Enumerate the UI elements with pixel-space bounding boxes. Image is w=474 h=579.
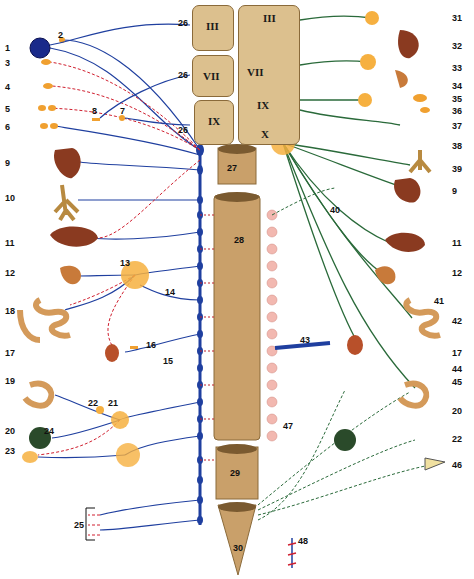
callout-number: 25 — [74, 520, 84, 530]
callout-number: 22 — [452, 434, 462, 444]
callout-number: 21 — [108, 398, 118, 408]
callout-number: 18 — [5, 306, 15, 316]
cord-segment — [218, 505, 256, 575]
callout-number: 46 — [452, 460, 462, 470]
callout-number: 27 — [227, 163, 237, 173]
cord-section — [217, 444, 257, 454]
callout-number: 30 — [233, 543, 243, 553]
callout-number: 48 — [298, 536, 308, 546]
brainstem-segment: IX — [194, 100, 234, 145]
callout-number: 12 — [5, 268, 15, 278]
cord-segment — [214, 195, 260, 440]
callout-number: 26 — [178, 70, 188, 80]
callout-number: 43 — [300, 335, 310, 345]
callout-number: 15 — [163, 356, 173, 366]
callout-number: 40 — [330, 205, 340, 215]
callout-number: 16 — [146, 340, 156, 350]
callout-number: 2 — [58, 30, 63, 40]
callout-number: 13 — [120, 258, 130, 268]
cord-segment — [216, 447, 258, 499]
callout-number: 6 — [5, 122, 10, 132]
callout-number: 12 — [452, 268, 462, 278]
callout-number: 9 — [5, 158, 10, 168]
cord-section — [218, 502, 256, 512]
brainstem-segment: III — [192, 5, 234, 51]
callout-number: 34 — [452, 81, 462, 91]
callout-number: 47 — [283, 421, 293, 431]
callout-number: 20 — [452, 406, 462, 416]
parasympathetic-nerves — [283, 16, 415, 388]
callout-number: 37 — [452, 121, 462, 131]
nerve-nucleus-numeral: X — [261, 128, 269, 140]
callout-number: 1 — [5, 43, 10, 53]
lateral-horn-dots — [267, 210, 277, 441]
callout-number: 42 — [452, 316, 462, 326]
callout-number: 20 — [5, 426, 15, 436]
callout-number: 32 — [452, 41, 462, 51]
callout-number: 10 — [5, 193, 15, 203]
callout-number: 17 — [5, 348, 15, 358]
sacral-fibres — [258, 188, 430, 520]
bracket — [86, 508, 95, 540]
nerve-nucleus-numeral: III — [206, 20, 219, 32]
nerve-nucleus-numeral: III — [263, 12, 276, 24]
callout-number: 3 — [5, 58, 10, 68]
callout-number: 4 — [5, 82, 10, 92]
callout-number: 7 — [120, 106, 125, 116]
callout-number: 23 — [5, 446, 15, 456]
callout-number: 45 — [452, 377, 462, 387]
callout-number: 8 — [92, 106, 97, 116]
callout-number: 26 — [178, 18, 188, 28]
callout-number: 36 — [452, 106, 462, 116]
nerve-nucleus-numeral: VII — [203, 70, 220, 82]
callout-number: 31 — [452, 13, 462, 23]
callout-number: 19 — [5, 376, 15, 386]
cord-section — [218, 144, 256, 154]
callout-number: 29 — [230, 468, 240, 478]
callout-number: 44 — [452, 364, 462, 374]
callout-number: 26 — [178, 125, 188, 135]
callout-number: 24 — [44, 426, 54, 436]
callout-number: 38 — [452, 141, 462, 151]
callout-number: 39 — [452, 164, 462, 174]
nerve-nucleus-numeral: IX — [257, 99, 269, 111]
legend-symbol — [288, 538, 296, 568]
callout-number: 17 — [452, 348, 462, 358]
left-organs — [20, 37, 149, 467]
callout-number: 22 — [88, 398, 98, 408]
sympathetic-nerves — [38, 40, 200, 530]
cranial-lines — [50, 24, 190, 125]
callout-number: 28 — [234, 235, 244, 245]
nerve-nucleus-numeral: IX — [208, 115, 220, 127]
callout-number: 41 — [434, 296, 444, 306]
postganglionic-fibres — [38, 62, 200, 535]
callout-number: 9 — [452, 186, 457, 196]
callout-number: 14 — [165, 287, 175, 297]
callout-number: 35 — [452, 94, 462, 104]
callout-number: 5 — [5, 104, 10, 114]
cord-section — [215, 192, 259, 202]
spinal-cord — [214, 144, 260, 575]
brainstem-segment: VII — [192, 55, 234, 97]
nerve-nucleus-numeral: VII — [247, 66, 264, 78]
callout-number: 11 — [452, 238, 462, 248]
callout-number: 33 — [452, 63, 462, 73]
brainstem-segment: III VII IX X — [238, 5, 300, 145]
callout-number: 11 — [5, 238, 15, 248]
